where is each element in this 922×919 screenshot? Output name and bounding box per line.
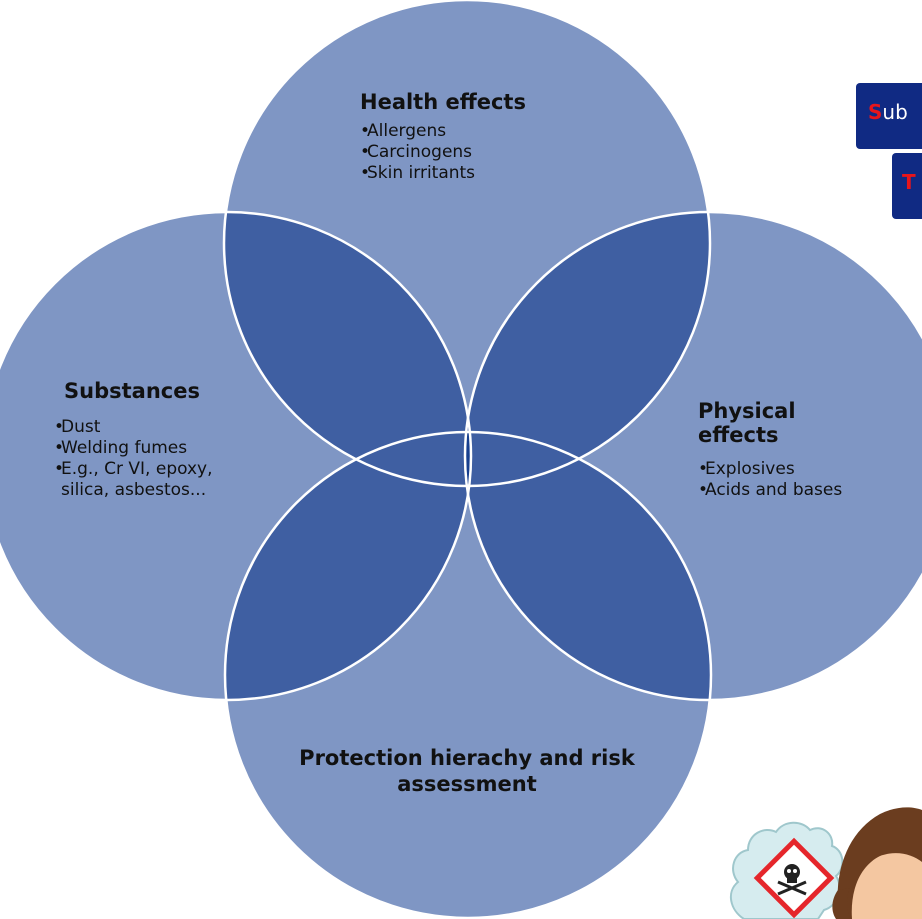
toxic-skull-hazard-icon (729, 807, 922, 919)
protection-heading: Protection hierachy and risk assessment (299, 746, 635, 796)
side-box-substances: Sub (856, 83, 922, 149)
list-item: •Welding fumes (54, 438, 188, 458)
side-box-t: T (892, 153, 922, 219)
list-item: •Dust (54, 417, 101, 437)
substances-list: •Dust •Welding fumes •E.g., Cr VI, epoxy… (54, 417, 254, 501)
physical-effects-list: •Explosives •Acids and bases (698, 459, 908, 501)
list-item: •Carcinogens (360, 142, 473, 162)
list-item: •Allergens (360, 121, 447, 141)
health-effects-list: •Allergens •Carcinogens •Skin irritants (360, 121, 620, 184)
physical-effects-heading: Physical effects (698, 399, 796, 447)
substances-label-group: Substances •Dust •Welding fumes •E.g., C… (54, 379, 254, 501)
list-item: •E.g., Cr VI, epoxy, silica, asbestos... (54, 459, 213, 500)
side-box-first-letter: S (868, 100, 883, 124)
side-box-first-letter: T (902, 170, 916, 194)
substances-heading: Substances (64, 379, 200, 403)
list-item: •Explosives (698, 459, 795, 479)
side-box-rest: ub (882, 100, 908, 124)
list-item: •Acids and bases (698, 480, 843, 500)
health-effects-heading: Health effects (360, 90, 526, 114)
outline-protection (223, 430, 713, 919)
health-effects-label-group: Health effects •Allergens •Carcinogens •… (360, 90, 620, 184)
protection-label-group: Protection hierachy and risk assessment (262, 745, 672, 803)
physical-effects-label-group: Physical effects •Explosives •Acids and … (698, 399, 908, 501)
list-item: •Skin irritants (360, 163, 476, 183)
